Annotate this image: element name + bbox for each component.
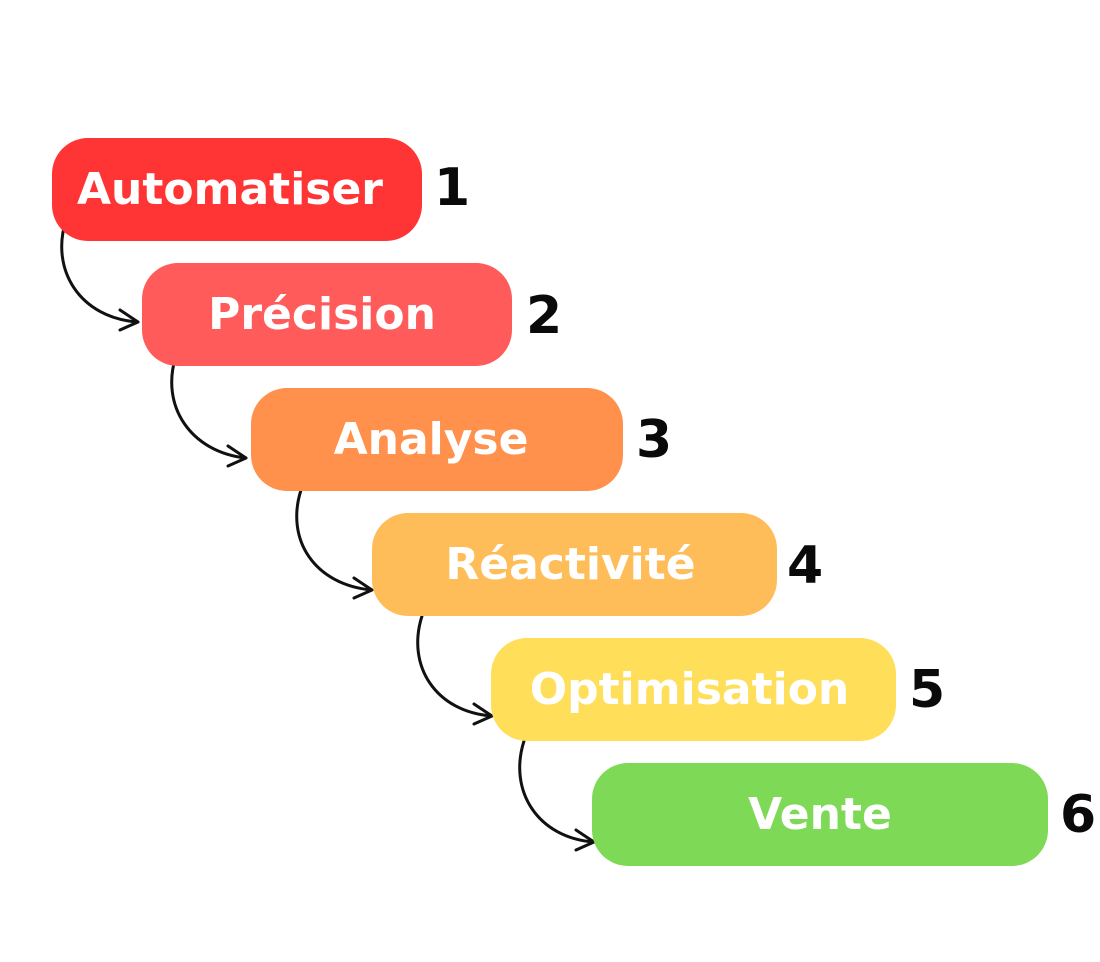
step-number: 4 <box>787 536 824 596</box>
step-pill-analyse: Analyse <box>251 388 623 491</box>
step-label: Optimisation <box>529 664 850 715</box>
step-label: Automatiser <box>76 164 384 215</box>
step-number: 6 <box>1060 785 1097 845</box>
step-number: 2 <box>526 286 563 346</box>
arrow-4-to-5 <box>416 614 494 726</box>
step-label: Précision <box>208 289 436 340</box>
step-number: 3 <box>636 410 673 470</box>
arrow-2-to-3 <box>170 354 248 468</box>
step-pill-precision: Précision <box>142 263 512 366</box>
step-pill-vente: Vente <box>592 763 1048 866</box>
step-label: Analyse <box>333 414 529 465</box>
step-number: 5 <box>909 660 946 720</box>
step-pill-optimisation: Optimisation <box>491 638 896 741</box>
step-pill-automatiser: Automatiser <box>52 138 422 241</box>
arrow-5-to-6 <box>518 739 596 852</box>
step-number: 1 <box>434 158 471 218</box>
step-label: Réactivité <box>445 539 696 590</box>
step-pill-reactivite: Réactivité <box>372 513 777 616</box>
step-label: Vente <box>748 789 892 840</box>
arrow-3-to-4 <box>295 488 374 600</box>
